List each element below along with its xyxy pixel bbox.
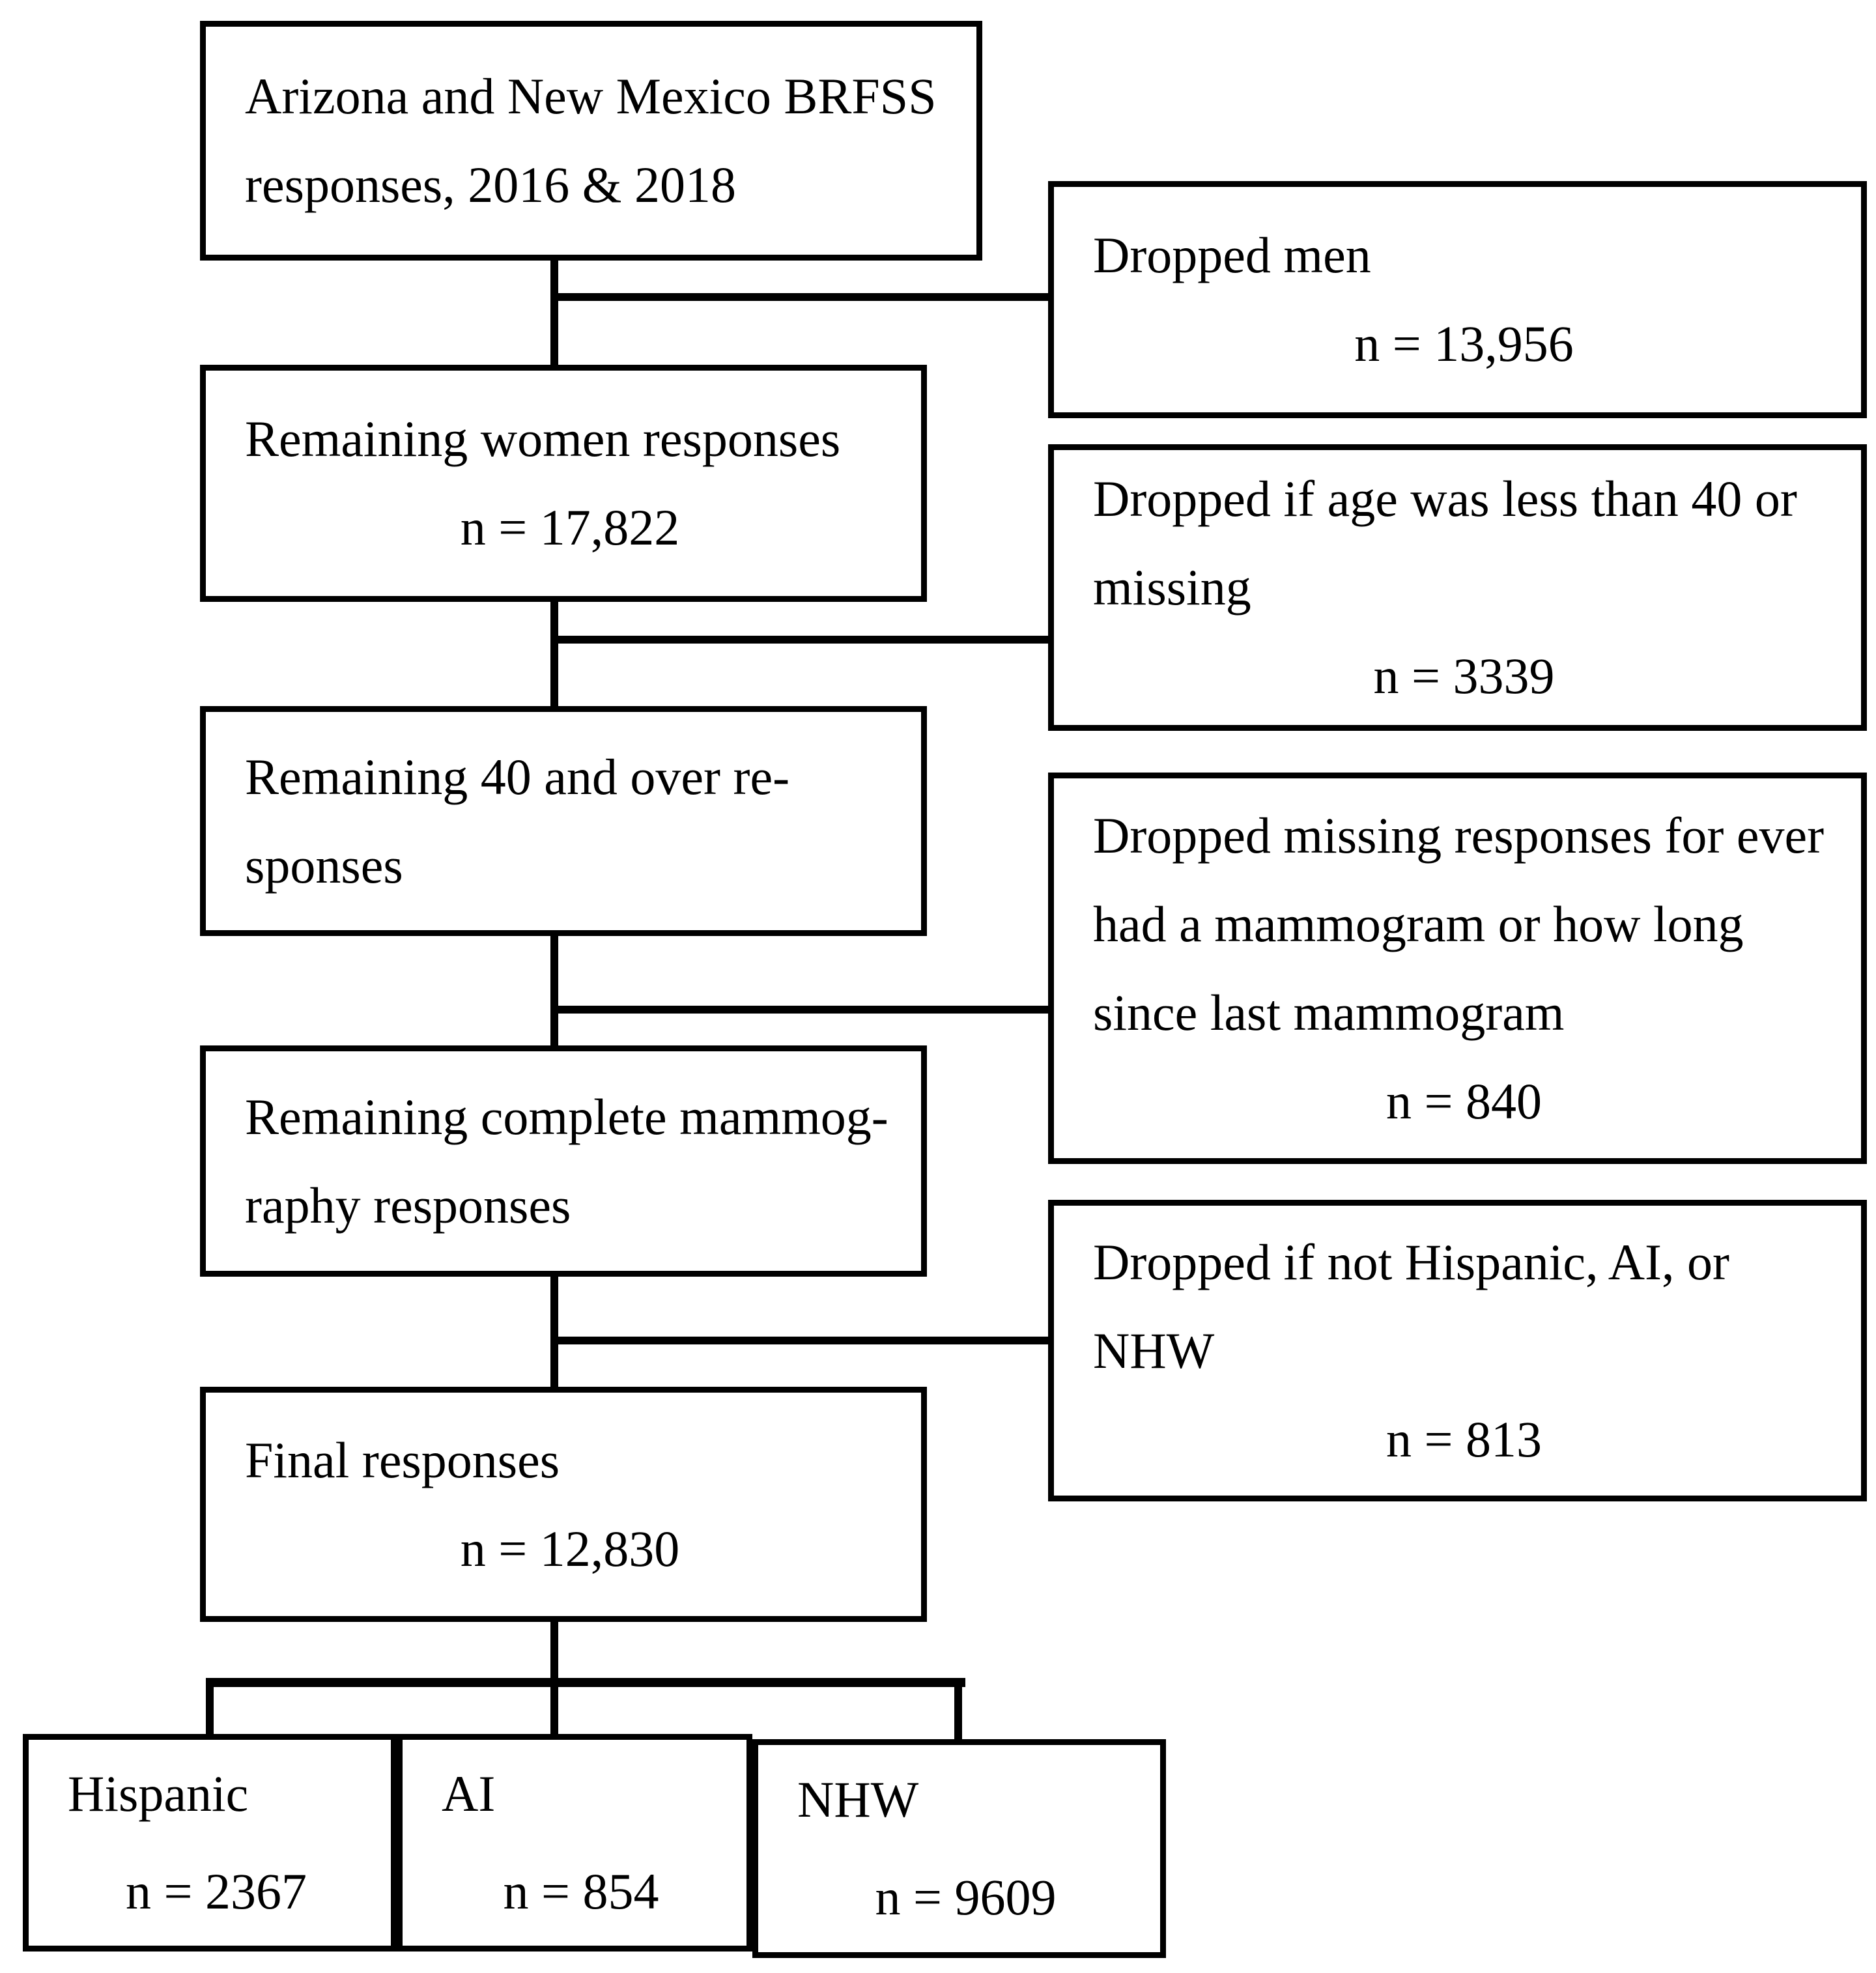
connector-over40-to-mammography bbox=[550, 936, 558, 1047]
source-box-line: Arizona and New Mexico BRFSS bbox=[245, 68, 937, 124]
dropped-mammogram-box-line: since last mammogram bbox=[1093, 984, 1565, 1041]
dropped-mammogram-box-line: had a mammogram or how long bbox=[1093, 895, 1744, 952]
dropped-mammogram-box-count: n = 840 bbox=[1386, 1072, 1542, 1129]
nhw-box: NHW n = 9609 bbox=[752, 1739, 1166, 1958]
dropped-age-box-line: missing bbox=[1093, 559, 1251, 616]
final-box-count: n = 12,830 bbox=[460, 1520, 680, 1577]
hispanic-box: Hispanic n = 2367 bbox=[23, 1734, 397, 1952]
connector-women-to-over40 bbox=[550, 602, 558, 707]
over40-box-line: sponses bbox=[245, 836, 403, 894]
connector-source-to-women bbox=[550, 261, 558, 366]
connector-mammography-to-final bbox=[550, 1277, 558, 1388]
dropped-age-box: Dropped if age was less than 40 or missi… bbox=[1048, 444, 1867, 731]
dropped-men-box-line: Dropped men bbox=[1093, 227, 1371, 283]
connector-branch-dropped-men bbox=[550, 293, 1048, 301]
women-box: Remaining women responses n = 17,822 bbox=[200, 365, 927, 602]
ai-box: AI n = 854 bbox=[397, 1734, 752, 1952]
over40-box-line: Remaining 40 and over re- bbox=[245, 748, 790, 805]
mammography-box-line: raphy responses bbox=[245, 1176, 571, 1234]
nhw-box-count: n = 9609 bbox=[875, 1869, 1057, 1925]
final-box-line: Final responses bbox=[245, 1431, 560, 1488]
hispanic-box-count: n = 2367 bbox=[126, 1863, 307, 1920]
final-box: Final responses n = 12,830 bbox=[200, 1387, 927, 1622]
hispanic-box-label: Hispanic bbox=[68, 1765, 249, 1822]
source-box: Arizona and New Mexico BRFSS responses, … bbox=[200, 21, 982, 261]
dropped-race-box-line: NHW bbox=[1093, 1322, 1215, 1379]
women-box-line: Remaining women responses bbox=[245, 410, 841, 467]
connector-drop-nhw bbox=[954, 1678, 962, 1743]
dropped-men-box-count: n = 13,956 bbox=[1354, 315, 1574, 372]
connector-groups-bar bbox=[206, 1678, 965, 1687]
dropped-race-box: Dropped if not Hispanic, AI, or NHW n = … bbox=[1048, 1200, 1867, 1501]
dropped-mammogram-box-line: Dropped missing responses for ever bbox=[1093, 806, 1825, 864]
connector-branch-dropped-age bbox=[550, 636, 1048, 644]
women-box-count: n = 17,822 bbox=[460, 499, 680, 556]
mammography-box-line: Remaining complete mammog- bbox=[245, 1088, 888, 1145]
connector-branch-dropped-mammogram bbox=[550, 1006, 1048, 1014]
connector-drop-hispanic bbox=[206, 1678, 214, 1738]
nhw-box-label: NHW bbox=[797, 1771, 919, 1828]
over40-box: Remaining 40 and over re- sponses bbox=[200, 706, 927, 936]
dropped-race-box-line: Dropped if not Hispanic, AI, or bbox=[1093, 1233, 1729, 1290]
ai-box-label: AI bbox=[442, 1765, 496, 1822]
ai-box-count: n = 854 bbox=[503, 1863, 659, 1920]
connector-branch-dropped-race bbox=[550, 1337, 1048, 1344]
dropped-race-box-count: n = 813 bbox=[1386, 1410, 1542, 1468]
dropped-mammogram-box: Dropped missing responses for ever had a… bbox=[1048, 773, 1867, 1164]
source-box-line: responses, 2016 & 2018 bbox=[245, 156, 736, 213]
mammography-box: Remaining complete mammog- raphy respons… bbox=[200, 1045, 927, 1277]
dropped-age-box-line: Dropped if age was less than 40 or bbox=[1093, 470, 1797, 527]
dropped-age-box-count: n = 3339 bbox=[1373, 647, 1555, 704]
dropped-men-box: Dropped men n = 13,956 bbox=[1048, 181, 1867, 418]
